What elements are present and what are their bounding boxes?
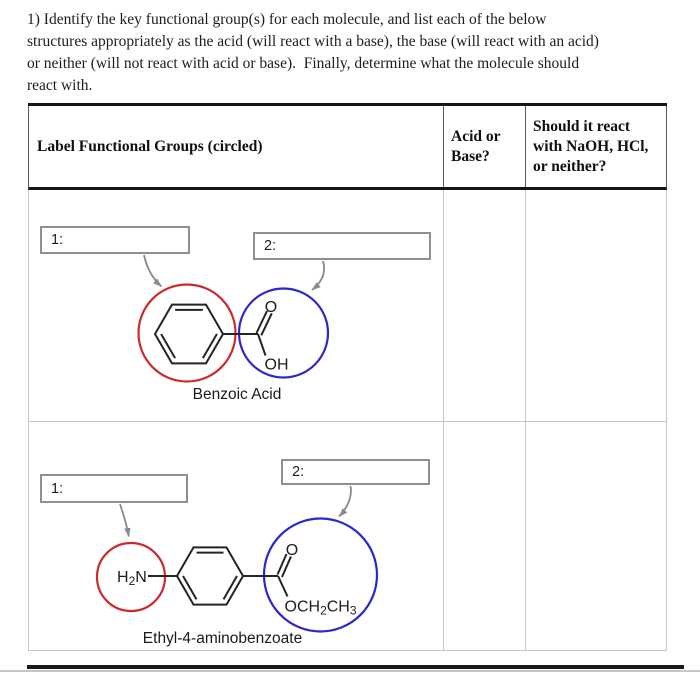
ethyl-group2-label: 2: [292,464,305,480]
table-row-ethyl-aminobenzoate [28,422,667,651]
table-row-benzoic-acid [28,190,667,422]
ethyl-group1-answer-box[interactable]: 1: [40,474,188,503]
ethyl-group1-label: 1: [51,480,64,497]
benzoic-group1-answer-box[interactable]: 1: [40,226,190,254]
ethyl-structure-cell [29,422,444,650]
header-acid-or-base: Acid or Base? [444,106,526,187]
ethyl-acid-or-base-answer-cell[interactable] [444,422,526,650]
question-line-4: react with. [27,77,93,94]
benzoic-react-answer-cell[interactable] [526,190,668,421]
benzoic-acid-or-base-answer-cell[interactable] [444,190,526,421]
question-line-3: or neither (will not react with acid or … [27,55,580,72]
benzoic-group1-label: 1: [51,232,64,248]
ethyl-group2-answer-box[interactable]: 2: [281,459,430,485]
benzoic-structure-cell [29,190,444,421]
benzoic-group2-answer-box[interactable]: 2: [253,232,431,260]
table-header-row: Label Functional Groups (circled) Acid o… [28,106,667,190]
benzoic-acid-caption: Benzoic Acid [192,386,282,403]
benzoic-group2-label: 2: [264,238,277,254]
ethyl-react-answer-cell[interactable] [526,422,668,650]
page-edge-line [0,670,700,672]
question-text: 1) Identify the key functional group(s) … [27,9,599,97]
question-line-2: structures appropriately as the acid (wi… [27,33,599,50]
header-functional-groups: Label Functional Groups (circled) [29,106,444,187]
worksheet-table: Label Functional Groups (circled) Acid o… [28,103,667,651]
table-bottom-rule [27,665,684,669]
header-should-react: Should it react with NaOH, HCl, or neith… [533,117,649,175]
ethyl-aminobenzoate-caption: Ethyl-4-aminobenzoate [142,630,303,647]
question-line-1: 1) Identify the key functional group(s) … [27,11,547,28]
